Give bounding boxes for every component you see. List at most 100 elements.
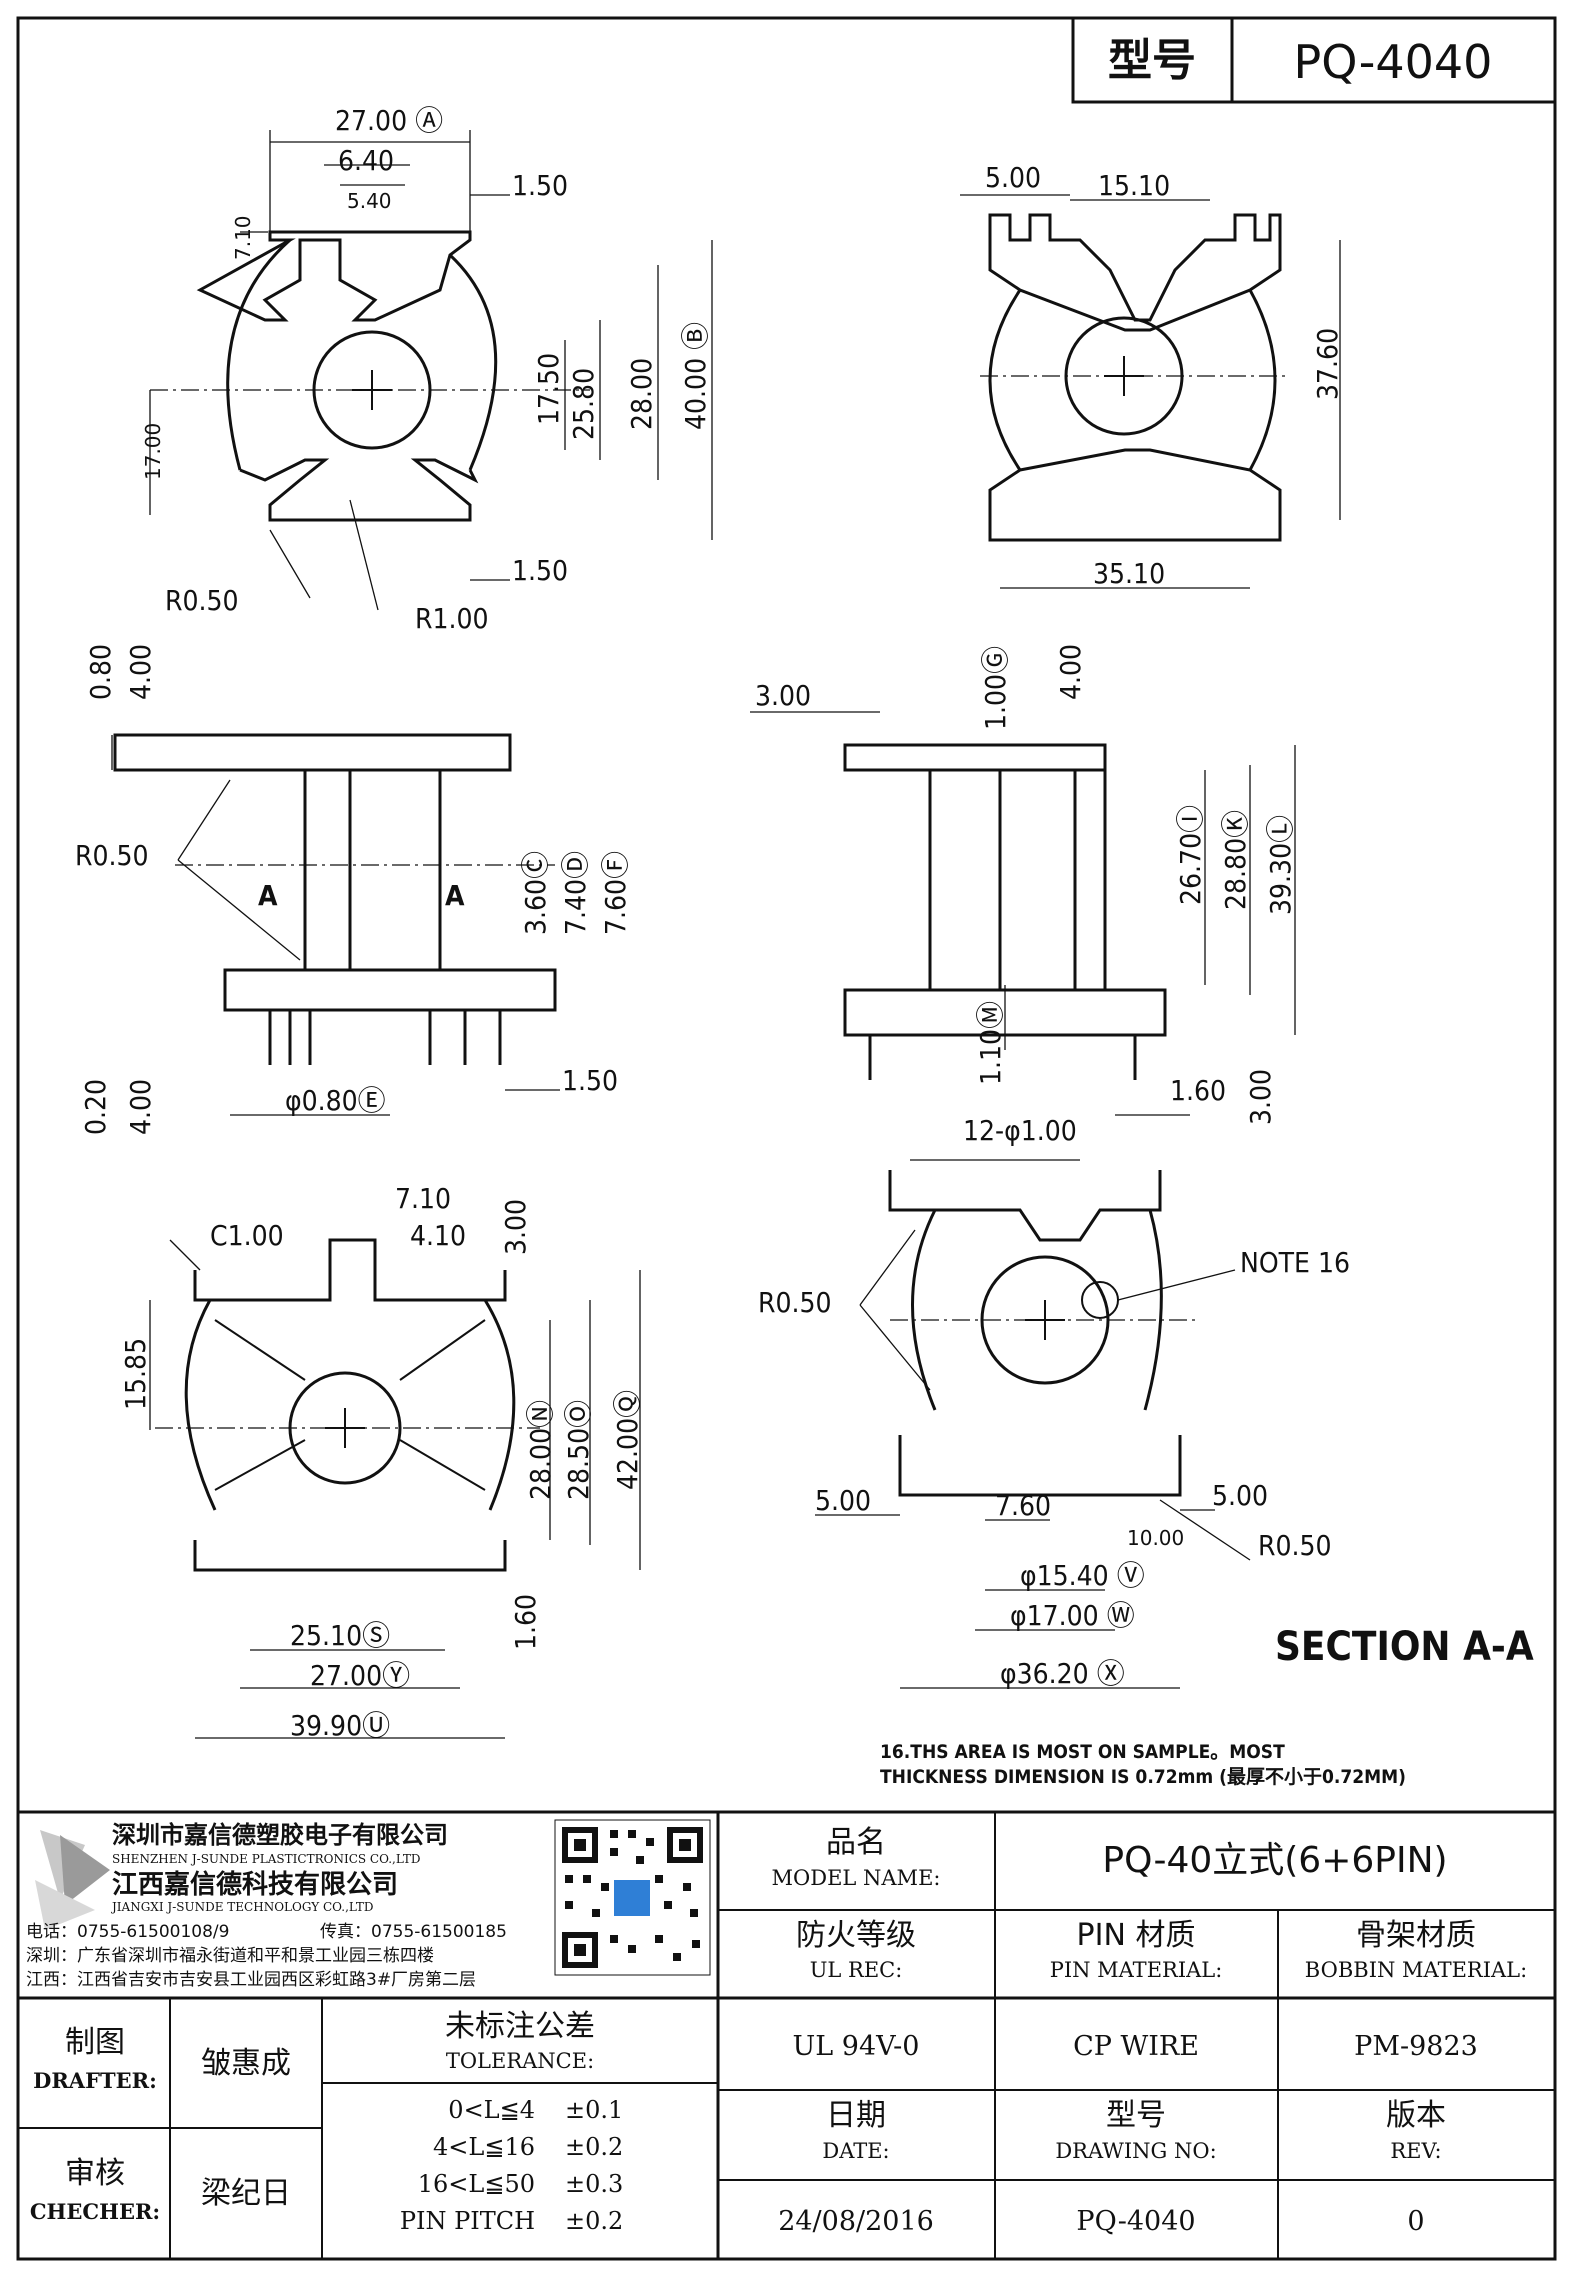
tb-date-cn: 日期 xyxy=(826,2098,886,2133)
tb-tol-range-1: 0<L≦4 xyxy=(448,2096,535,2124)
top-view: 27.00 Ⓐ 6.40 5.40 1.50 7.10 17.00 17.50 … xyxy=(141,104,713,635)
side-dim-2670: 26.70Ⓘ xyxy=(1174,805,1207,905)
tb-tol-range-4: PIN PITCH xyxy=(400,2207,535,2235)
company-name-cn-1: 深圳市嘉信德塑胶电子有限公司 xyxy=(112,1821,448,1849)
pin-dim-160: 1.60 xyxy=(509,1594,542,1650)
tb-tol-val-4: ±0.2 xyxy=(565,2207,623,2235)
front-dim-400a: 4.00 xyxy=(124,644,157,700)
section-dim-r050a: R0.50 xyxy=(758,1286,832,1319)
tb-pin-cn: PIN 材质 xyxy=(1077,1918,1196,1953)
top-dim-r100: R1.00 xyxy=(415,602,489,635)
top-dim-640: 6.40 xyxy=(338,144,394,177)
side-dim-400: 4.00 xyxy=(1054,644,1087,700)
front-dim-phi080: φ0.80Ⓔ xyxy=(285,1084,386,1117)
tb-checker-name: 梁纪日 xyxy=(201,2176,291,2211)
qr-code-icon xyxy=(554,1819,711,1976)
tb-tol-val-1: ±0.1 xyxy=(565,2096,623,2124)
bottom-view: 5.00 15.10 37.60 35.10 xyxy=(960,161,1344,590)
header-model-value: PQ-4040 xyxy=(1294,35,1493,89)
front-dim-400b: 4.00 xyxy=(124,1079,157,1135)
side-dim-2880: 28.80Ⓚ xyxy=(1219,810,1252,910)
section-dim-500b: 5.00 xyxy=(1212,1479,1268,1512)
front-dim-740: 7.40Ⓓ xyxy=(559,851,592,935)
bottom-dim-3510: 35.10 xyxy=(1093,557,1165,590)
front-section-a-right: A xyxy=(445,879,465,912)
tb-bobbin-cn: 骨架材质 xyxy=(1356,1918,1476,1953)
section-dim-1000: 10.00 xyxy=(1127,1526,1184,1550)
pin-dim-3990: 39.90Ⓤ xyxy=(290,1709,390,1742)
tb-date-en: DATE: xyxy=(822,2139,889,2163)
side-dim-110: 1.10Ⓜ xyxy=(974,1001,1007,1085)
section-note16: NOTE 16 xyxy=(1240,1246,1350,1279)
section-dim-500a: 5.00 xyxy=(815,1484,871,1517)
pin-dim-710: 7.10 xyxy=(395,1182,451,1215)
tb-drafter-name: 皱惠成 xyxy=(201,2046,291,2081)
section-dim-760: 7.60 xyxy=(995,1489,1051,1522)
section-dim-phi1700: φ17.00 Ⓦ xyxy=(1010,1599,1135,1632)
company-address-jx: 江西：江西省吉安市吉安县工业园西区彩虹路3#厂房第二层 xyxy=(26,1970,476,1990)
pin-dim-4200: 42.00Ⓠ xyxy=(611,1390,644,1490)
tb-ul-value: UL 94V-0 xyxy=(793,2031,920,2062)
top-dim-540: 5.40 xyxy=(347,189,392,213)
sheet-border xyxy=(16,16,1557,2261)
front-view: 0.80 4.00 R0.50 A A 3.60Ⓒ 7.40Ⓓ 7.60Ⓕ 0.… xyxy=(75,644,632,1135)
tb-tol-range-2: 4<L≦16 xyxy=(433,2133,535,2161)
top-dim-2800: 28.00 xyxy=(625,358,658,430)
tb-drafter-en: DRAFTER: xyxy=(33,2068,157,2093)
top-dim-1700: 17.00 xyxy=(141,423,165,480)
tb-drafter-cn: 制图 xyxy=(65,2025,125,2060)
pin-dim-300: 3.00 xyxy=(499,1199,532,1255)
company-logo-icon xyxy=(35,1830,110,1930)
header-model-label: 型号 xyxy=(1108,35,1196,86)
tb-pin-en: PIN MATERIAL: xyxy=(1050,1958,1223,1982)
top-dim-150b: 1.50 xyxy=(512,554,568,587)
tb-bobbin-en: BOBBIN MATERIAL: xyxy=(1305,1958,1527,1982)
section-dim-160: 1.60 xyxy=(1170,1074,1226,1107)
note-line-1: 16.THS AREA IS MOST ON SAMPLE。MOST xyxy=(880,1741,1285,1763)
tb-tolerance-en: TOLERANCE: xyxy=(446,2049,594,2073)
top-dim-150a: 1.50 xyxy=(512,169,568,202)
tb-dwg-en: DRAWING NO: xyxy=(1055,2139,1216,2163)
company-address-sz: 深圳：广东省深圳市福永街道和平和景工业园三栋四楼 xyxy=(26,1946,434,1966)
tb-ul-cn: 防火等级 xyxy=(796,1918,916,1953)
front-dim-150: 1.50 xyxy=(562,1064,618,1097)
top-dim-r050: R0.50 xyxy=(165,584,239,617)
front-dim-020: 0.20 xyxy=(79,1079,112,1135)
pin-view: C1.00 7.10 4.10 3.00 15.85 28.00Ⓝ 28.50Ⓞ… xyxy=(119,1182,644,1742)
side-dim-100: 1.00Ⓖ xyxy=(979,646,1012,730)
pin-dim-1585: 15.85 xyxy=(119,1338,152,1410)
company-name-en-1: SHENZHEN J-SUNDE PLASTICTRONICS CO.,LTD xyxy=(112,1852,420,1866)
pin-dim-410: 4.10 xyxy=(410,1219,466,1252)
tb-model-name-value: PQ-40立式(6+6PIN) xyxy=(1102,1840,1447,1881)
top-dim-4000: 40.00 Ⓑ xyxy=(679,322,712,430)
tb-dwg-cn: 型号 xyxy=(1106,2098,1166,2133)
company-name-cn-2: 江西嘉信德科技有限公司 xyxy=(112,1870,398,1900)
pin-dim-2800: 28.00Ⓝ xyxy=(524,1400,557,1500)
bottom-dim-3760: 37.60 xyxy=(1311,328,1344,400)
section-view: 12-φ1.00 1.60 3.00 NOTE 16 R0.50 5.00 7.… xyxy=(758,1069,1534,1690)
tb-date-value: 24/08/2016 xyxy=(778,2206,934,2237)
company-phone: 电话：0755-61500108/9 xyxy=(26,1922,229,1942)
section-dim-r050b: R0.50 xyxy=(1258,1529,1332,1562)
front-dim-080: 0.80 xyxy=(84,644,117,700)
side-dim-3930: 39.30Ⓛ xyxy=(1264,815,1297,915)
tb-rev-value: 0 xyxy=(1407,2206,1424,2237)
front-dim-760: 7.60Ⓕ xyxy=(599,851,632,935)
front-dim-360: 3.60Ⓒ xyxy=(519,851,552,935)
bottom-dim-1510: 15.10 xyxy=(1098,169,1170,202)
section-dim-300: 3.00 xyxy=(1244,1069,1277,1125)
tb-bobbin-value: PM-9823 xyxy=(1354,2031,1478,2062)
section-dim-phi1540: φ15.40 Ⓥ xyxy=(1020,1559,1145,1592)
title-block: 深圳市嘉信德塑胶电子有限公司 SHENZHEN J-SUNDE PLASTICT… xyxy=(18,1810,1555,2259)
tb-tol-val-3: ±0.3 xyxy=(565,2170,623,2198)
company-name-en-2: JIANGXI J-SUNDE TECHNOLOGY CO.,LTD xyxy=(110,1900,374,1914)
tb-model-name-cn: 品名 xyxy=(826,1825,886,1860)
tb-tol-val-2: ±0.2 xyxy=(565,2133,623,2161)
section-dim-phi3620: φ36.20 Ⓧ xyxy=(1000,1657,1125,1690)
tb-tolerance-cn: 未标注公差 xyxy=(445,2009,595,2044)
tb-rev-cn: 版本 xyxy=(1386,2098,1446,2133)
tb-ul-en: UL REC: xyxy=(810,1958,903,1982)
side-view: 3.00 1.00Ⓖ 4.00 26.70Ⓘ 28.80Ⓚ 39.30Ⓛ 1.1… xyxy=(750,644,1297,1085)
front-dim-r050: R0.50 xyxy=(75,839,149,872)
pin-dim-2850: 28.50Ⓞ xyxy=(562,1400,595,1500)
